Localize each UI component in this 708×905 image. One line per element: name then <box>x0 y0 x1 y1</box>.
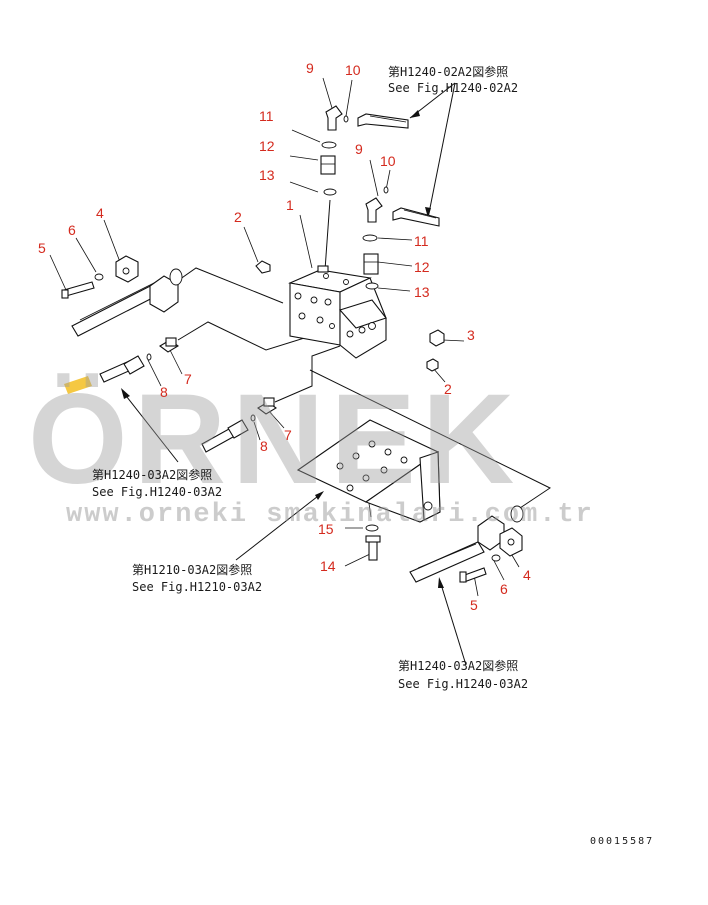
callout-7-middle: 7 <box>284 427 292 443</box>
valve-block <box>288 265 387 359</box>
right-pipe-assembly <box>409 505 524 583</box>
callout-9-top: 9 <box>306 60 314 76</box>
leader-lines <box>49 77 551 666</box>
callout-14: 14 <box>320 558 336 574</box>
watermark-accent <box>64 376 92 394</box>
fitting-set-top <box>320 105 409 196</box>
callout-6-left: 6 <box>68 222 76 238</box>
watermark: ÖRNEK www.orneki smakinalari.com.tr <box>28 368 594 530</box>
figure-references: 第H1240-02A2図参照 See Fig.H1240-02A2 第H1240… <box>92 64 528 691</box>
reference-bracket-jp: 第H1210-03A2図参照 <box>132 562 252 577</box>
watermark-brand: ÖRNEK <box>28 368 520 511</box>
callout-5-left: 5 <box>38 240 46 256</box>
reference-top-right-jp: 第H1240-02A2図参照 <box>388 64 508 79</box>
reference-bottom-right-jp: 第H1240-03A2図参照 <box>398 658 518 673</box>
callouts: 9 10 11 12 13 1 2 9 10 11 12 13 3 2 4 5 … <box>38 60 531 613</box>
callout-1: 1 <box>286 197 294 213</box>
document-number: 00015587 <box>590 836 654 847</box>
callout-15: 15 <box>318 521 334 537</box>
callout-9-right: 9 <box>355 141 363 157</box>
callout-13-top: 13 <box>259 167 275 183</box>
callout-5-right: 5 <box>470 597 478 613</box>
callout-8-left: 8 <box>160 384 168 400</box>
callout-10-right: 10 <box>380 153 396 169</box>
callout-13-right: 13 <box>414 284 430 300</box>
callout-2-right: 2 <box>444 381 452 397</box>
fitting-set-right <box>362 186 440 290</box>
reference-top-right-en: See Fig.H1240-02A2 <box>388 81 518 95</box>
reference-left-jp: 第H1240-03A2図参照 <box>92 467 212 482</box>
mounting-bracket <box>296 419 441 561</box>
callout-4-right: 4 <box>523 567 531 583</box>
callout-2-top: 2 <box>234 209 242 225</box>
callout-3: 3 <box>467 327 475 343</box>
callout-8-middle: 8 <box>260 438 268 454</box>
callout-11-right: 11 <box>414 233 429 249</box>
plugs <box>255 260 445 372</box>
callout-4-left: 4 <box>96 205 104 221</box>
callout-10-top: 10 <box>345 62 361 78</box>
callout-6-right: 6 <box>500 581 508 597</box>
left-hose-fittings <box>99 337 277 453</box>
callout-7-left: 7 <box>184 371 192 387</box>
left-pipe-assembly <box>61 255 183 337</box>
reference-bracket-en: See Fig.H1210-03A2 <box>132 580 262 594</box>
reference-left-en: See Fig.H1240-03A2 <box>92 485 222 499</box>
callout-12-right: 12 <box>414 259 430 275</box>
reference-bottom-right-en: See Fig.H1240-03A2 <box>398 677 528 691</box>
callout-12-top: 12 <box>259 138 275 154</box>
watermark-url: www.orneki smakinalari.com.tr <box>66 500 594 530</box>
callout-11-top: 11 <box>259 108 274 124</box>
